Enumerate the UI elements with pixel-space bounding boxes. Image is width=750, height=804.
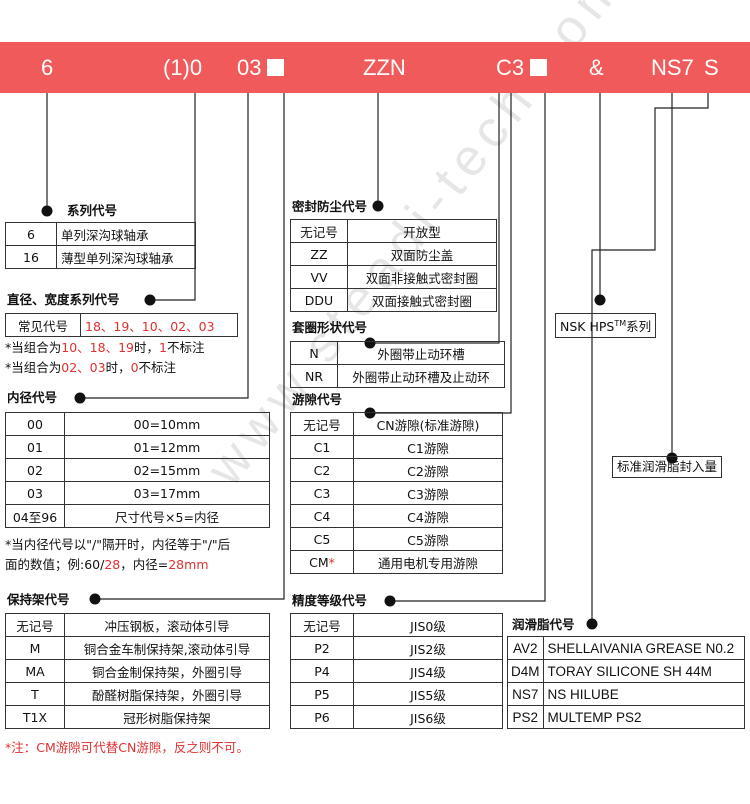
bore-note-1: *当内径代号以"/"隔开时，内径等于"/"后 (5, 537, 231, 552)
standard-grease-box: 标准润滑脂封入量 (612, 456, 723, 478)
clearance-title: 游隙代号 (292, 392, 343, 407)
code-bore: 03 (237, 54, 285, 82)
precision-title: 精度等级代号 (292, 593, 368, 608)
code-seal: ZZN (363, 55, 406, 80)
code-s: S (704, 55, 719, 80)
square-icon (530, 59, 548, 77)
square-icon (267, 59, 285, 77)
diameter-note-1: *当组合为10、18、19时，1不标注 (5, 340, 205, 355)
bore-note-2: 面的数值；例:60/28，内径=28mm (5, 557, 209, 572)
series-title: 系列代号 (67, 203, 118, 218)
code-grease: NS7 (651, 55, 694, 80)
code-banner (0, 42, 750, 93)
code-diameter: (1)0 (163, 55, 203, 80)
table-row: 无记号开放型 (290, 219, 497, 243)
bore-title: 内径代号 (7, 390, 58, 405)
diameter-note-2: *当组合为02、03时，0不标注 (5, 360, 177, 375)
seal-title: 密封防尘代号 (292, 199, 368, 214)
code-series: 6 (41, 55, 54, 80)
cage-title: 保持架代号 (7, 592, 70, 607)
grease-title: 润滑脂代号 (512, 617, 575, 632)
table-row: 无记号冲压钢板，滚动体引导 (5, 613, 270, 637)
hps-box: NSK HPSTM系列 (555, 313, 657, 339)
code-clearance: C3 (496, 54, 548, 82)
diameter-title: 直径、宽度系列代号 (7, 292, 120, 307)
ring-title: 套圈形状代号 (292, 320, 368, 335)
code-amp: & (589, 55, 604, 80)
footer-note: *注：CM游隙可代替CN游隙，反之则不可。 (5, 740, 249, 755)
table-row: CM*通用电机专用游隙 (290, 550, 503, 574)
